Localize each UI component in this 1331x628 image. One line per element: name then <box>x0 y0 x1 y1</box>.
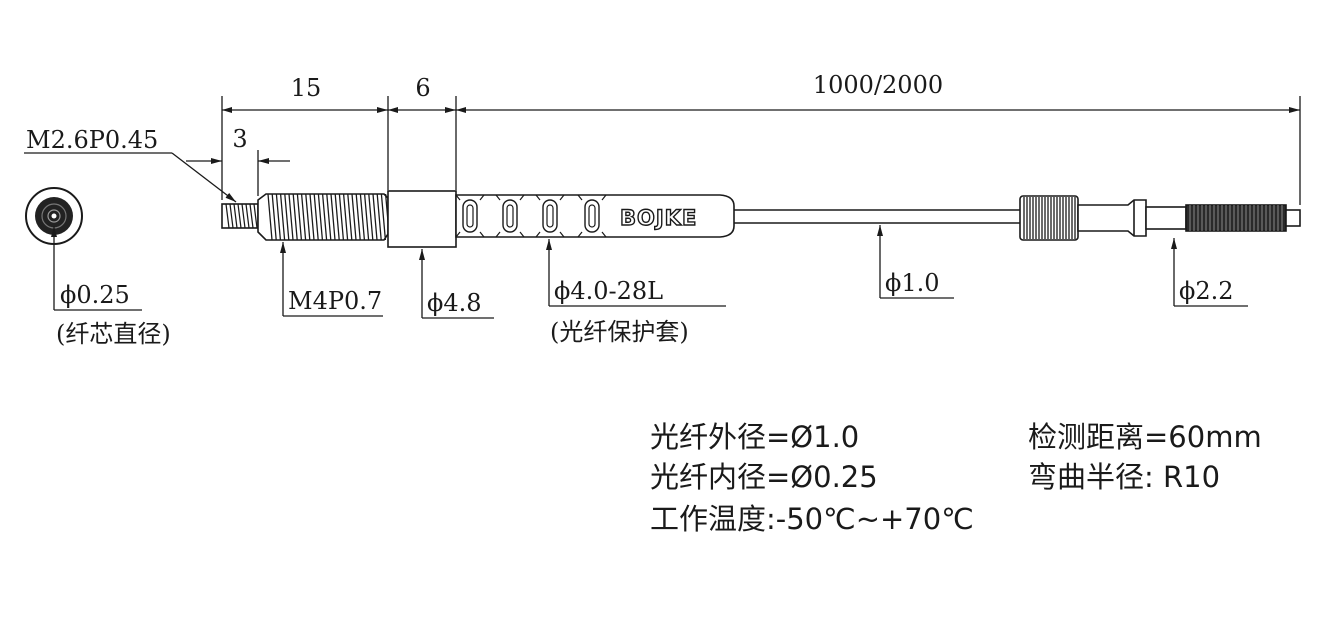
end-view <box>25 187 83 245</box>
callout-connector-dia: ϕ2.2 <box>1179 277 1234 305</box>
sleeve-grooves <box>455 194 607 238</box>
sensor-side-view <box>221 190 1301 248</box>
callout-fiber-dia: ϕ1.0 <box>885 269 940 297</box>
dim-15: 15 <box>291 74 322 102</box>
spec-detect-distance: 检测距离=60mm <box>1028 420 1262 454</box>
spec-fiber-od: 光纤外径=Ø1.0 <box>650 420 860 454</box>
callout-sleeve-note: (光纤保护套) <box>550 318 689 346</box>
dim-6: 6 <box>415 74 430 102</box>
tip-thread-lines <box>225 203 258 229</box>
brand-logo: BOJKE <box>620 206 697 230</box>
spec-bend-radius: 弯曲半径: R10 <box>1028 460 1221 494</box>
callout-core-dia-note: (纤芯直径) <box>56 320 171 348</box>
knurl-lines <box>1023 197 1076 239</box>
dimension-lines <box>24 96 1301 205</box>
dim-tip-thread: M2.6P0.45 <box>26 126 158 154</box>
callout-collar-dia: ϕ4.8 <box>427 289 482 317</box>
spec-temperature: 工作温度:-50℃~+70℃ <box>650 502 974 536</box>
callout-sleeve-dia: ϕ4.0-28L <box>554 277 663 305</box>
main-thread-lines <box>267 193 391 241</box>
spec-fiber-id: 光纤内径=Ø0.25 <box>650 460 878 494</box>
callout-m4-thread: M4P0.7 <box>288 287 382 315</box>
end-thread-lines <box>1189 205 1283 231</box>
dim-1000-2000: 1000/2000 <box>813 71 943 99</box>
dim-3: 3 <box>232 125 247 153</box>
callout-core-dia: ϕ0.25 <box>60 281 130 309</box>
callout-leaders <box>51 225 1248 319</box>
